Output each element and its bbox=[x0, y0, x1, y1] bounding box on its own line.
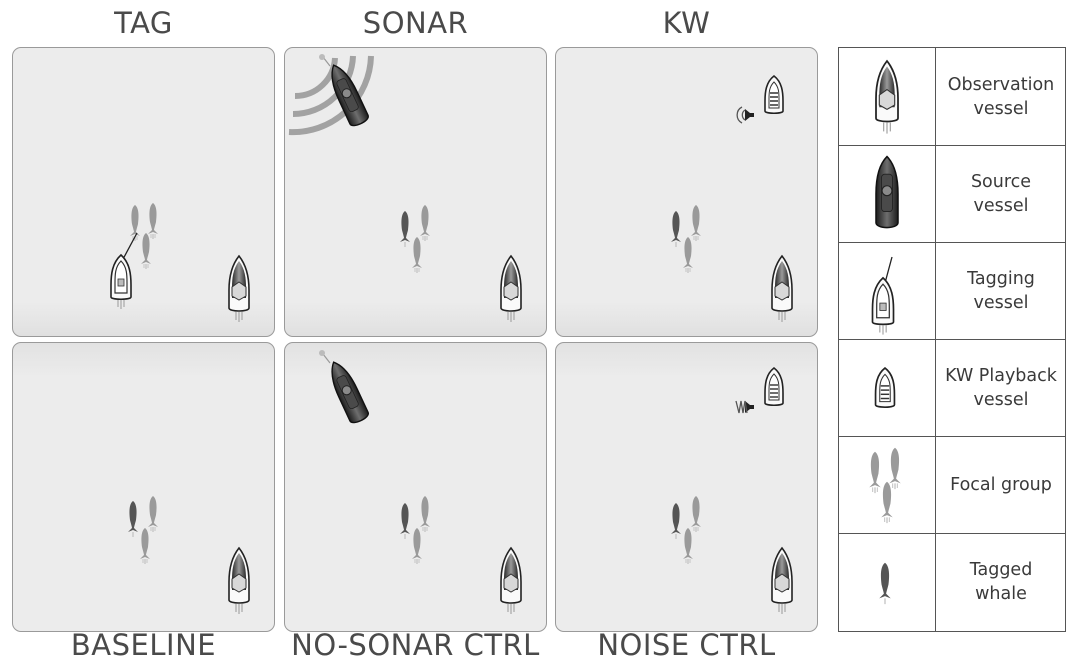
tagging-vessel-icon bbox=[871, 256, 895, 336]
legend-row-tagged-whale: Tagged whale bbox=[839, 533, 1065, 631]
panel-noise-ctrl bbox=[555, 342, 818, 632]
legend-label: KW Playback vessel bbox=[945, 366, 1057, 411]
observation-vessel-icon bbox=[228, 255, 250, 323]
tagged-whale-icon bbox=[878, 562, 892, 605]
legend: Observation vessel Source vessel Tagging… bbox=[838, 47, 1066, 632]
legend-label: Focal group bbox=[950, 475, 1052, 496]
legend-label: Source vessel bbox=[970, 172, 1032, 217]
observation-vessel-icon bbox=[228, 547, 250, 615]
focal-group-icon bbox=[868, 447, 902, 524]
focal-group bbox=[127, 495, 159, 565]
column-label-tag: TAG bbox=[114, 6, 173, 40]
legend-row-kw-playback-vessel: KW Playback vessel bbox=[839, 339, 1065, 437]
kw-playback-vessel-icon bbox=[874, 367, 896, 409]
legend-row-focal-group: Focal group bbox=[839, 436, 1065, 534]
panel-baseline bbox=[12, 342, 275, 632]
observation-vessel-icon bbox=[500, 255, 522, 323]
observation-vessel-icon bbox=[500, 547, 522, 615]
source-vessel-icon bbox=[323, 357, 371, 426]
row-label-baseline: BASELINE bbox=[70, 628, 217, 662]
tagging-vessel-icon bbox=[110, 254, 132, 310]
row-label-no-sonar-ctrl: NO-SONAR CTRL bbox=[291, 628, 540, 662]
observation-vessel-icon bbox=[875, 60, 899, 135]
speaker-icon bbox=[745, 109, 754, 121]
legend-label: Tagging vessel bbox=[967, 269, 1035, 314]
kw-playback-vessel-icon bbox=[764, 367, 784, 407]
row-label-noise-ctrl: NOISE CTRL bbox=[597, 628, 776, 662]
panel-kw bbox=[555, 47, 818, 337]
legend-row-tagging-vessel: Tagging vessel bbox=[839, 242, 1065, 340]
panel-no-sonar-ctrl bbox=[284, 342, 547, 632]
focal-group bbox=[399, 495, 431, 565]
legend-row-source-vessel: Source vessel bbox=[839, 145, 1065, 243]
focal-group bbox=[670, 204, 702, 274]
column-label-sonar: SONAR bbox=[362, 6, 469, 40]
tag-pole bbox=[121, 232, 138, 262]
observation-vessel-icon bbox=[771, 255, 793, 323]
legend-label: Tagged whale bbox=[969, 560, 1033, 605]
legend-row-observation-vessel: Observation vessel bbox=[839, 48, 1065, 146]
focal-group bbox=[399, 204, 431, 274]
focal-group bbox=[129, 202, 159, 270]
column-label-kw: KW bbox=[662, 6, 711, 40]
panel-sonar bbox=[284, 47, 547, 337]
sound-waves bbox=[736, 106, 746, 124]
panel-tag bbox=[12, 47, 275, 337]
legend-label: Observation vessel bbox=[947, 74, 1055, 119]
kw-playback-vessel-icon bbox=[764, 75, 784, 115]
noise-signal bbox=[735, 400, 748, 414]
observation-vessel-icon bbox=[771, 547, 793, 615]
focal-group bbox=[670, 495, 702, 565]
source-vessel-icon bbox=[875, 155, 899, 229]
